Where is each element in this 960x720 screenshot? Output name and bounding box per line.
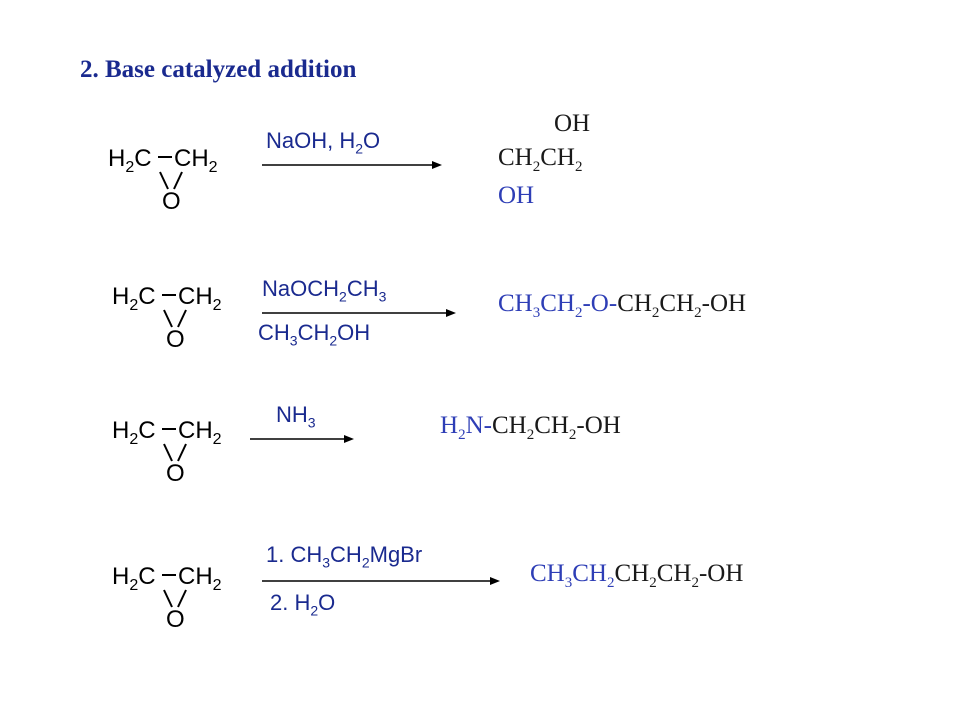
svg-text:O: O	[166, 326, 185, 353]
product: CH3CH2CH2CH2-OH	[530, 560, 744, 591]
svg-text:O: O	[162, 188, 181, 215]
reagent-below: CH3CH2OH	[258, 320, 371, 349]
reaction-arrow	[262, 577, 500, 585]
epoxide-structure: H2C CH2 O	[112, 283, 222, 353]
page-title: 2. Base catalyzed addition	[80, 56, 357, 83]
reagent-above: NH3	[276, 402, 316, 431]
reagent-below: 2. H2O	[270, 590, 336, 619]
reaction-arrow	[250, 435, 354, 443]
reagent-above: NaOH, H2O	[266, 128, 381, 157]
product-line-2: CH2CH2	[498, 144, 583, 175]
svg-text:CH2: CH2	[174, 145, 218, 176]
reagent-above: 1. CH3CH2MgBr	[266, 542, 423, 571]
svg-text:H2C: H2C	[112, 563, 156, 594]
svg-text:CH2: CH2	[178, 417, 222, 448]
reaction-arrow	[262, 161, 442, 169]
epoxide-structure: H2C CH2 O	[112, 563, 222, 633]
reaction-1: H2C CH2 O NaOH, H2O OH CH2CH2 OH	[0, 110, 960, 240]
product: CH3CH2-O-CH2CH2-OH	[498, 290, 747, 321]
svg-text:CH2: CH2	[178, 563, 222, 594]
svg-text:O: O	[166, 606, 185, 633]
epoxide-structure: H2C CH2 O	[108, 145, 218, 215]
reagent-above: NaOCH2CH3	[262, 276, 387, 305]
reaction-arrow	[262, 309, 456, 317]
product-line-3: OH	[498, 182, 535, 209]
svg-text:H2C: H2C	[112, 283, 156, 314]
product-line-1: OH	[554, 110, 591, 137]
epoxide-structure: H2C CH2 O	[112, 417, 222, 487]
reaction-3: H2C CH2 O NH3 H2N-CH2CH2-OH	[0, 398, 960, 518]
product: H2N-CH2CH2-OH	[440, 412, 621, 443]
reaction-2: H2C CH2 O NaOCH2CH3 CH3CH2OH CH3CH2-O-CH…	[0, 264, 960, 384]
svg-text:CH2: CH2	[178, 283, 222, 314]
svg-text:H2C: H2C	[108, 145, 152, 176]
reaction-4: H2C CH2 O 1. CH3CH2MgBr 2. H2O CH3CH2CH2…	[0, 536, 960, 656]
svg-text:H2C: H2C	[112, 417, 156, 448]
svg-text:O: O	[166, 460, 185, 487]
